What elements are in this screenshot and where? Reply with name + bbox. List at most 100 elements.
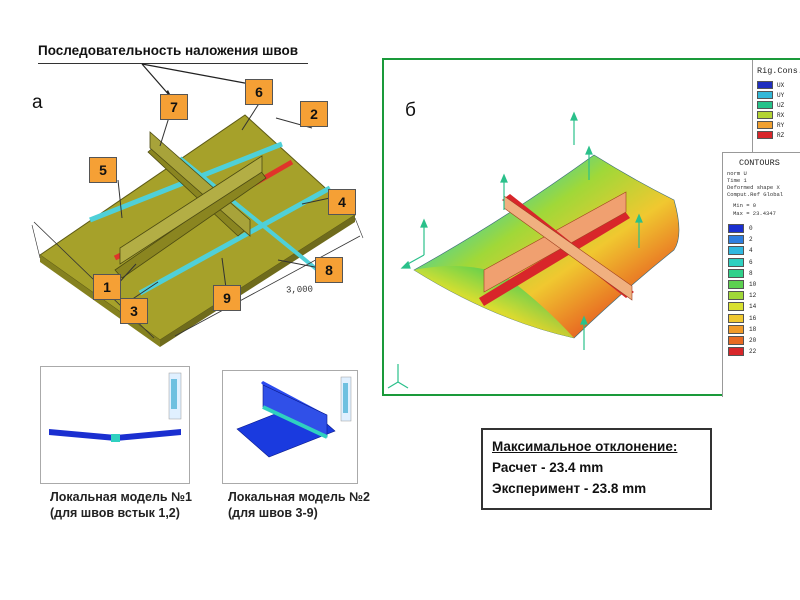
rig-cons-swatch bbox=[757, 131, 773, 139]
rig-cons-item: UZ bbox=[753, 100, 800, 110]
deformed-plate-surface bbox=[414, 266, 574, 338]
panel-b-letter: б bbox=[405, 100, 416, 121]
callout-leader bbox=[221, 257, 227, 289]
contour-level-label: 2 bbox=[749, 236, 753, 244]
mini-legend-bar bbox=[343, 383, 348, 413]
local-model-2-subtitle: (для швов 3-9) bbox=[228, 506, 318, 520]
contour-level-label: 6 bbox=[749, 258, 753, 266]
contour-swatch bbox=[728, 246, 744, 256]
contour-swatch bbox=[728, 313, 744, 323]
fe-deformed-plate-drawing bbox=[387, 111, 680, 389]
contour-swatch bbox=[728, 291, 744, 301]
rig-cons-swatch bbox=[757, 111, 773, 119]
contour-swatch bbox=[728, 235, 744, 245]
contour-level: 16 bbox=[728, 313, 800, 324]
contour-level-label: 16 bbox=[749, 314, 757, 322]
seam-callout-6: 6 bbox=[245, 79, 273, 105]
plate-edge bbox=[160, 215, 355, 347]
contours-max: Max = 23.4347 bbox=[733, 210, 776, 217]
contour-level-label: 0 bbox=[749, 225, 753, 233]
rig-cons-item: UY bbox=[753, 90, 800, 100]
dimension-line bbox=[174, 235, 361, 337]
callout-leader bbox=[241, 101, 261, 131]
seam-callout-2: 2 bbox=[300, 101, 328, 127]
rig-cons-item: RX bbox=[753, 110, 800, 120]
contour-swatch bbox=[728, 302, 744, 312]
contours-title: CONTOURS bbox=[739, 158, 780, 168]
local-model-2-title: Локальная модель №2 bbox=[228, 490, 370, 504]
axis-triad bbox=[387, 364, 409, 389]
dimension-label: 3,000 bbox=[285, 284, 314, 296]
seam-callout-7: 7 bbox=[160, 94, 188, 120]
plate-top-face bbox=[39, 114, 356, 341]
weld-seam-7-8 bbox=[178, 156, 322, 274]
contour-level: 14 bbox=[728, 301, 800, 312]
rig-cons-label: UY bbox=[777, 91, 785, 99]
contour-level: 4 bbox=[728, 245, 800, 256]
contour-level-label: 8 bbox=[749, 269, 753, 277]
contour-swatch bbox=[728, 335, 744, 345]
rig-cons-swatch bbox=[757, 101, 773, 109]
local-model-1-title: Локальная модель №1 bbox=[50, 490, 192, 504]
contour-level-label: 18 bbox=[749, 325, 757, 333]
panel-a-letter: а bbox=[32, 92, 43, 113]
contour-level: 0 bbox=[728, 223, 800, 234]
plate-edge bbox=[40, 255, 160, 347]
contours-min: Min = 0 bbox=[733, 202, 757, 209]
rig-cons-swatch bbox=[757, 81, 773, 89]
contours-info-line: Time 1 bbox=[727, 177, 747, 184]
callout-leader bbox=[301, 197, 331, 205]
contour-level: 10 bbox=[728, 279, 800, 290]
contour-swatch bbox=[728, 324, 744, 334]
rig-cons-item: RZ bbox=[753, 130, 800, 140]
contour-level: 12 bbox=[728, 290, 800, 301]
contour-level: 2 bbox=[728, 234, 800, 245]
local-model-1-drawing bbox=[49, 372, 182, 442]
callout-leader bbox=[117, 179, 123, 219]
contour-level-label: 12 bbox=[749, 292, 757, 300]
calc-result: Расчет - 23.4 mm bbox=[492, 460, 604, 475]
rig-cons-title: Rig.Cons. bbox=[757, 66, 800, 76]
contour-level-label: 22 bbox=[749, 348, 757, 356]
weld-zone bbox=[262, 405, 328, 439]
contours-info-line: Deformed shape X bbox=[727, 184, 780, 191]
contour-level-label: 4 bbox=[749, 247, 753, 255]
seam-callout-5: 5 bbox=[89, 157, 117, 183]
callout-leader bbox=[277, 259, 321, 269]
local-model-2-frame bbox=[222, 370, 358, 484]
contour-level: 6 bbox=[728, 257, 800, 268]
rig-cons-item: RY bbox=[753, 120, 800, 130]
contour-level: 8 bbox=[728, 268, 800, 279]
max-deflection-header: Максимальное отклонение: bbox=[492, 439, 678, 454]
local-model-1-frame bbox=[40, 366, 190, 484]
max-deflection-box: Максимальное отклонение: Расчет - 23.4 m… bbox=[481, 428, 712, 510]
seam-callout-9: 9 bbox=[213, 285, 241, 311]
title-pointer-line bbox=[141, 63, 171, 97]
contour-level: 22 bbox=[728, 346, 800, 357]
contour-level-label: 20 bbox=[749, 336, 757, 344]
title-pointer-line bbox=[141, 63, 251, 85]
contour-level: 18 bbox=[728, 324, 800, 335]
experiment-result: Эксперимент - 23.8 mm bbox=[492, 481, 647, 496]
contour-swatch bbox=[728, 268, 744, 278]
contour-swatch bbox=[728, 224, 744, 234]
contour-swatch bbox=[728, 257, 744, 267]
fe-rib-red bbox=[479, 210, 630, 306]
rig-cons-swatch bbox=[757, 91, 773, 99]
dimension-tick bbox=[354, 217, 364, 239]
rig-cons-item: UX bbox=[753, 80, 800, 90]
contours-info-line: Comput.Ref Global bbox=[727, 191, 784, 198]
contour-level-label: 10 bbox=[749, 281, 757, 289]
contours-info-line: norm U bbox=[727, 170, 747, 177]
seam-callout-3: 3 bbox=[120, 298, 148, 324]
contour-swatch bbox=[728, 280, 744, 290]
rig-cons-label: UX bbox=[777, 81, 785, 89]
local-model-2-caption: Локальная модель №2 (для швов 3-9) bbox=[228, 489, 370, 521]
weld-zone bbox=[111, 434, 120, 442]
seam-callout-4: 4 bbox=[328, 189, 356, 215]
